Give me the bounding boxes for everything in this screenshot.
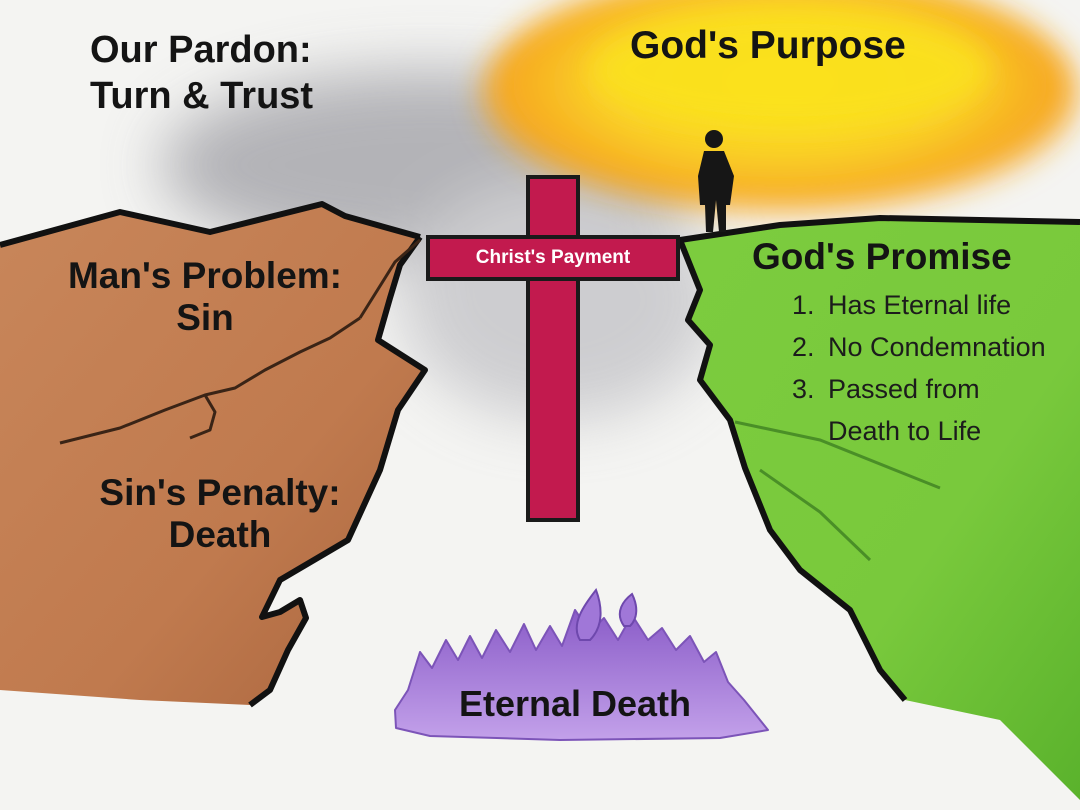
gods-purpose-heading: God's Purpose (630, 24, 906, 67)
sins-penalty-line: Sin's Penalty: (99, 472, 341, 513)
left-cliff-face (0, 204, 425, 705)
promise-item-number: 2. (792, 332, 815, 362)
left-cliff (0, 201, 428, 708)
death-line: Death (168, 514, 272, 556)
promise-item-number: 3. (792, 374, 815, 404)
mans-problem-line: Man's Problem: (67, 255, 342, 296)
promise-list: 1. Has Eternal life 2. No Condemnation 3… (792, 284, 1046, 452)
left-cliff-top-outline (0, 201, 421, 248)
rock-crack-top (358, 238, 421, 319)
promise-item: 2. No Condemnation (792, 326, 1046, 368)
sunlight (480, 0, 1080, 220)
promise-item: 3. Passed from Death to Life (792, 368, 1046, 452)
eternal-death-label: Eternal Death (458, 683, 692, 724)
grass-crack-2 (759, 468, 872, 562)
right-cliff-edge-outline (677, 238, 908, 702)
right-cliff (677, 215, 1080, 800)
cross-icon (426, 175, 680, 522)
christs-payment-label: Christ's Payment (475, 247, 631, 268)
promise-item: 1. Has Eternal life (792, 284, 1046, 326)
our-pardon-line: Our Pardon: (90, 29, 312, 71)
rock-crack (59, 316, 361, 445)
turn-and-trust-line: Turn & Trust (90, 74, 314, 117)
flame-icon (394, 587, 769, 741)
our-pardon-heading: Our Pardon: Turn & Trust (90, 28, 313, 119)
person-silhouette-icon (698, 130, 734, 232)
rock-crack-branch (189, 394, 217, 440)
right-cliff-top-outline (679, 215, 1080, 243)
promise-item-text: Has Eternal life (828, 290, 1012, 320)
grass-crack-1 (734, 420, 941, 490)
gods-promise-heading: God's Promise (752, 236, 1012, 277)
promise-item-text-continued: Death to Life (828, 416, 982, 446)
promise-item-text: No Condemnation (828, 332, 1046, 362)
left-cliff-edge-outline (248, 235, 428, 708)
promise-item-text: Passed from (828, 374, 980, 404)
right-cliff-face (680, 218, 1080, 800)
sin-line: Sin (176, 297, 234, 339)
sins-penalty-label: Sin's Penalty: Death (70, 472, 370, 556)
mans-problem-label: Man's Problem: Sin (45, 255, 365, 339)
promise-item-number: 1. (792, 290, 815, 320)
